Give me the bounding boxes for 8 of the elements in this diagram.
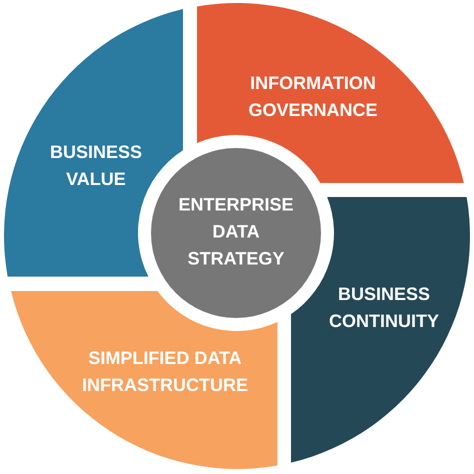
segment-label: BUSINESS CONTINUITY [328,283,440,333]
ring-segment [291,197,470,463]
ring-segment [197,3,464,183]
segment-label: BUSINESS VALUE [48,140,143,191]
segment-label: SIMPLIFIED DATA INFRASTRUCTURE [80,347,249,397]
ring-segment [10,291,277,469]
segment-label: INFORMATION GOVERNANCE [247,72,378,122]
center-label: ENTERPRISE DATA STRATEGY [177,194,295,270]
